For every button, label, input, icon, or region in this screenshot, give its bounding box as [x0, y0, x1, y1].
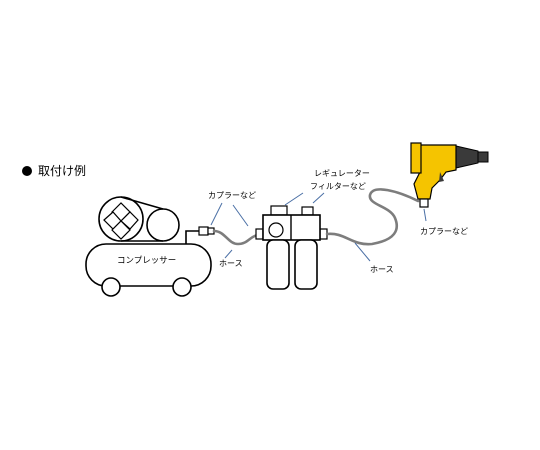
regulator-label-line1: レギュレーター	[314, 169, 370, 178]
heading-text: 取付け例	[38, 164, 86, 178]
impact-wrench	[410, 142, 489, 208]
compressor: コンプレッサー	[85, 196, 212, 297]
coupler-left-label: カプラーなど	[208, 191, 256, 200]
hose-right-label: ホース	[370, 265, 394, 274]
coupler-left	[198, 226, 215, 236]
compressor-label: コンプレッサー	[117, 256, 176, 266]
heading-bullet-icon	[22, 166, 32, 176]
coupler-right-label: カプラーなど	[420, 227, 468, 236]
regulator-label-line2: フィルターなど	[310, 182, 366, 191]
hose-right	[325, 188, 420, 246]
leader-lines	[210, 192, 427, 262]
section-heading: 取付け例	[22, 164, 86, 178]
flywheel-icon	[103, 202, 139, 240]
hose-left-label: ホース	[219, 259, 243, 268]
filter-regulator-unit	[255, 205, 328, 290]
hose-left	[212, 229, 260, 246]
